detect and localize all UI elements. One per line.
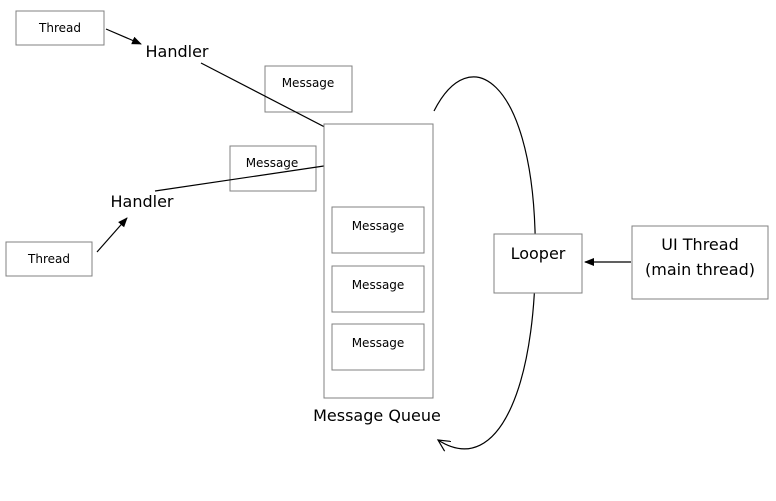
queue-message-2: Message [331, 265, 425, 313]
arrow-thread-to-handler-bottom [96, 217, 128, 253]
message-floating-mid-box: Message [229, 145, 317, 192]
handler-bottom-label: Handler [111, 192, 174, 211]
thread-top-label: Thread [38, 21, 81, 35]
looper-label: Looper [511, 244, 566, 263]
thread-bottom-box: Thread [5, 241, 93, 277]
queue-message-2-label: Message [352, 278, 405, 292]
queue-message-3-label: Message [352, 336, 405, 350]
looper-box: Looper [493, 233, 583, 294]
thread-bottom-label: Thread [27, 252, 70, 266]
message-queue: Message Message Message [323, 123, 434, 399]
looper-loop-arc [433, 76, 537, 449]
queue-message-3: Message [331, 323, 425, 371]
arrow-handler-top-to-queue [200, 62, 344, 137]
queue-message-1-label: Message [352, 219, 405, 233]
handler-top-label: Handler [146, 42, 209, 61]
queue-message-1: Message [331, 206, 425, 254]
message-floating-top-label: Message [282, 76, 335, 90]
thread-top-box: Thread [15, 10, 105, 46]
arrow-thread-to-handler-top [105, 28, 142, 45]
ui-thread-box: UI Thread (main thread) [631, 225, 769, 300]
message-floating-top-box: Message [264, 65, 353, 113]
ui-thread-label-line1: UI Thread [661, 235, 738, 254]
ui-thread-label-line2: (main thread) [645, 260, 755, 279]
message-queue-label: Message Queue [313, 406, 441, 425]
message-floating-mid-label: Message [246, 156, 299, 170]
arrow-handler-bottom-to-queue [154, 163, 344, 192]
